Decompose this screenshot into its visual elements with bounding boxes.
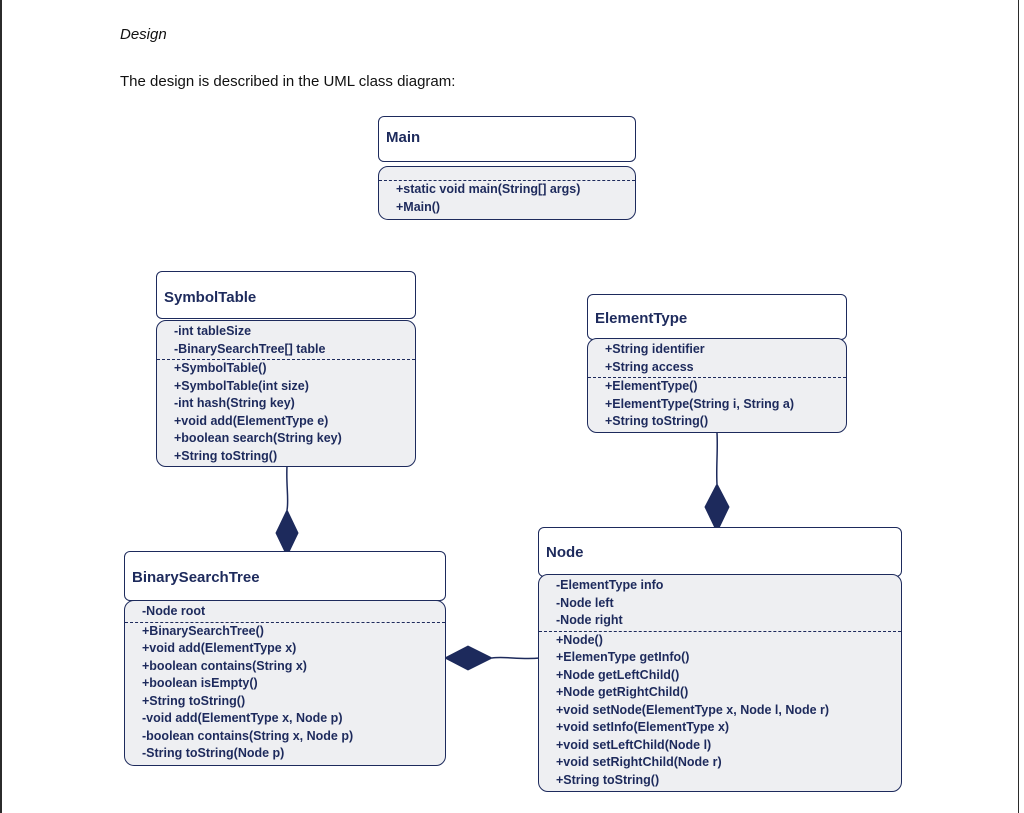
class-symbol-table-header: SymbolTable (156, 271, 416, 319)
class-node: Node -ElementType info -Node left -Node … (538, 527, 902, 792)
class-separator (588, 377, 846, 378)
class-main-body: +static void main(String[] args) +Main() (378, 166, 636, 220)
elementtype-node-link (715, 432, 719, 485)
class-element-type: ElementType +String identifier +String a… (587, 294, 847, 436)
attribute-line: -Node right (556, 613, 623, 627)
page-edge-left (0, 0, 2, 813)
method-line: +String toString() (556, 772, 660, 787)
method-line: -void add(ElementType x, Node p) (142, 711, 343, 725)
class-binary-search-tree-name: BinarySearchTree (132, 569, 260, 586)
attribute-line: +String identifier (605, 342, 705, 356)
attribute-line: +String access (605, 359, 694, 374)
class-node-body: -ElementType info -Node left -Node right… (538, 574, 902, 792)
elementtype-composition-diamond (704, 482, 730, 534)
method-line: +boolean isEmpty() (142, 676, 258, 690)
class-element-type-header: ElementType (587, 294, 847, 340)
page-edge-right (1018, 0, 1019, 813)
class-symbol-table: SymbolTable -int tableSize -BinarySearch… (156, 271, 416, 467)
method-line: +ElemenType getInfo() (556, 650, 690, 664)
class-element-type-body: +String identifier +String access +Eleme… (587, 338, 847, 433)
attribute-line: -int tableSize (174, 324, 252, 338)
attribute-line: -Node left (556, 595, 614, 610)
method-line: -int hash(String key) (174, 396, 295, 410)
class-symbol-table-body: -int tableSize -BinarySearchTree[] table… (156, 320, 416, 467)
method-line: +boolean search(String key) (174, 431, 342, 445)
method-line: +void setLeftChild(Node l) (556, 737, 712, 752)
section-heading: Design (120, 26, 167, 43)
method-line: +void setRightChild(Node r) (556, 755, 722, 769)
class-node-header: Node (538, 527, 902, 577)
method-line: +SymbolTable() (174, 361, 267, 375)
class-binary-search-tree-body: -Node root +BinarySearchTree() +void add… (124, 600, 446, 766)
attribute-line: -ElementType info (556, 578, 664, 592)
intro-paragraph: The design is described in the UML class… (120, 73, 456, 90)
method-line: +void setNode(ElementType x, Node l, Nod… (556, 702, 830, 717)
attribute-line: -BinarySearchTree[] table (174, 341, 326, 356)
method-line: -String toString(Node p) (142, 746, 285, 760)
node-composition-diamond (443, 645, 494, 671)
method-line: +boolean contains(String x) (142, 658, 307, 673)
symboltable-composition-diamond (275, 508, 299, 558)
method-line: +void add(ElementType x) (142, 641, 297, 655)
attribute-line: -Node root (142, 604, 206, 618)
method-line: +String toString() (174, 448, 278, 463)
class-main-header: Main (378, 116, 636, 162)
class-symbol-table-name: SymbolTable (164, 289, 257, 306)
class-separator (125, 621, 445, 623)
class-element-type-name: ElementType (595, 310, 688, 327)
method-line: -boolean contains(String x, Node p) (142, 728, 354, 743)
method-line: +SymbolTable(int size) (174, 378, 309, 393)
class-binary-search-tree-header: BinarySearchTree (124, 551, 446, 601)
method-line: +Node getLeftChild() (556, 667, 680, 682)
class-main-name: Main (386, 129, 421, 146)
bst-node-link (491, 656, 541, 660)
method-line: +String toString() (605, 414, 709, 428)
method-line: +Node getRightChild() (556, 685, 689, 699)
method-line: +ElementType(String i, String a) (605, 396, 795, 411)
method-line: +void add(ElementType e) (174, 413, 329, 428)
class-separator (539, 630, 901, 632)
method-line: +Node() (556, 632, 603, 647)
class-main: Main +static void main(String[] args) +M… (378, 116, 636, 224)
symboltable-bst-link (286, 465, 289, 511)
class-binary-search-tree: BinarySearchTree -Node root +BinarySearc… (124, 551, 446, 767)
class-separator (157, 359, 415, 360)
method-line: +void setInfo(ElementType x) (556, 720, 730, 734)
class-separator (379, 180, 635, 181)
class-node-name: Node (546, 544, 584, 561)
method-line: +BinarySearchTree() (142, 623, 264, 638)
method-line: +ElementType() (605, 379, 698, 393)
method-line: +String toString() (142, 693, 246, 708)
method-line: +Main() (396, 199, 441, 214)
method-line: +static void main(String[] args) (396, 182, 581, 196)
